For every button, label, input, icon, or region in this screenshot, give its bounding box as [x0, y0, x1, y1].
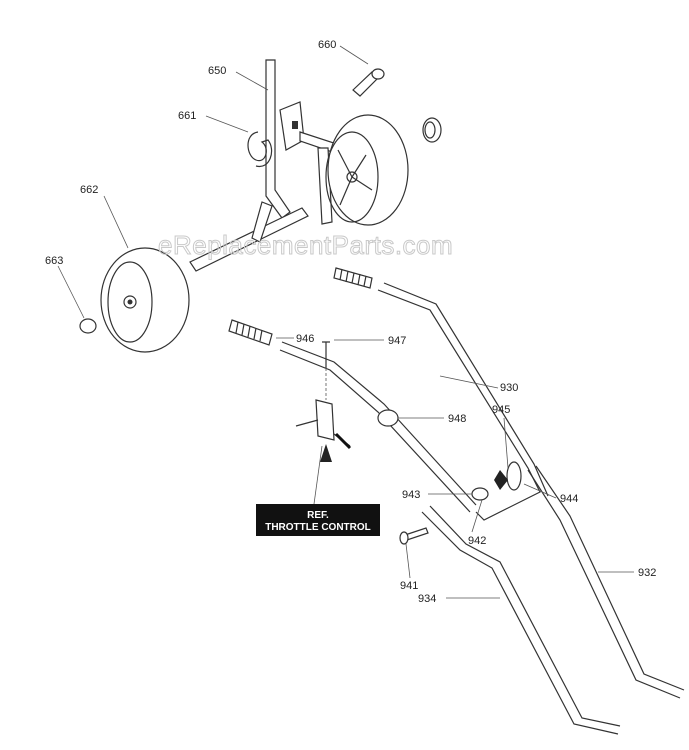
bracket-tube-650 [265, 59, 291, 219]
right-grip-ribs [339, 268, 367, 287]
part-label-943: 943 [402, 489, 420, 501]
throttle-cable-end [334, 432, 352, 450]
right-wheel-rim [325, 131, 379, 223]
leader-945 [503, 417, 509, 469]
part-label-946: 946 [296, 333, 314, 345]
left-wheel-axle-hole [127, 299, 133, 305]
part-label-661: 661 [178, 110, 196, 122]
carriage-bolt-head [399, 531, 409, 545]
part-label-945: 945 [492, 404, 510, 416]
part-label-947: 947 [388, 335, 406, 347]
clevis-pin-head [371, 68, 385, 80]
left-wheel-hub [123, 295, 137, 309]
lower-handle-934 [421, 505, 621, 735]
washer-943 [471, 487, 489, 501]
leader-662 [103, 195, 129, 249]
left-grip-946 [228, 319, 273, 346]
ref-box-background [256, 504, 380, 536]
part-label-948: 948 [448, 413, 466, 425]
leader-660 [339, 45, 369, 65]
watermark: eReplacementParts.com [158, 230, 453, 260]
part-label-930: 930 [500, 382, 518, 394]
hairpin-clip-661 [247, 131, 273, 168]
screw-947 [322, 341, 330, 368]
upper-handle-930 [377, 282, 549, 521]
leader-650 [235, 71, 269, 91]
wheel-assembly [79, 59, 442, 353]
part-label-932: 932 [638, 567, 656, 579]
clamp-bolt [292, 121, 298, 129]
hub-cap-663 [79, 318, 97, 334]
axle-brace [251, 201, 273, 243]
upper-handle-left-arm [279, 341, 477, 513]
leader-942 [471, 499, 483, 533]
star-washer-944 [494, 470, 508, 490]
hub-cap-upper-inner [424, 121, 436, 139]
leader-944 [523, 483, 557, 499]
leader-941 [405, 543, 411, 579]
part-label-934: 934 [418, 593, 436, 605]
leader-throttle-ref [313, 445, 323, 505]
part-label-662: 662 [80, 184, 98, 196]
part-label-942: 942 [468, 535, 486, 547]
ref-box-line1: REF. [307, 510, 329, 521]
lower-handle-932 [527, 465, 685, 699]
right-wheel-hub [346, 171, 358, 183]
left-grip-ribs [235, 321, 263, 342]
handle-assembly [228, 267, 685, 735]
leader-lines [57, 45, 634, 599]
left-wheel-tire [100, 247, 190, 353]
throttle-bracket [315, 399, 335, 441]
left-wheel-rim [107, 261, 153, 343]
leader-930 [439, 375, 499, 389]
part-label-663: 663 [45, 255, 63, 267]
right-wheel-tire [327, 114, 409, 226]
washer-948 [377, 409, 399, 427]
part-label-660: 660 [318, 39, 336, 51]
leader-663 [57, 265, 85, 319]
part-label-650: 650 [208, 65, 226, 77]
right-wheel-spokes [337, 149, 373, 206]
part-label-941: 941 [400, 580, 418, 592]
hub-cap-upper [422, 117, 442, 143]
knob-945 [506, 461, 522, 491]
throttle-ref-arrow [320, 444, 332, 462]
leader-661 [205, 115, 249, 133]
throttle-control-ref-box: REF. THROTTLE CONTROL [256, 504, 380, 536]
ref-box-line2: THROTTLE CONTROL [265, 522, 371, 533]
part-labels: 660 650 661 662 663 946 947 930 948 945 … [45, 39, 656, 605]
part-label-944: 944 [560, 493, 578, 505]
